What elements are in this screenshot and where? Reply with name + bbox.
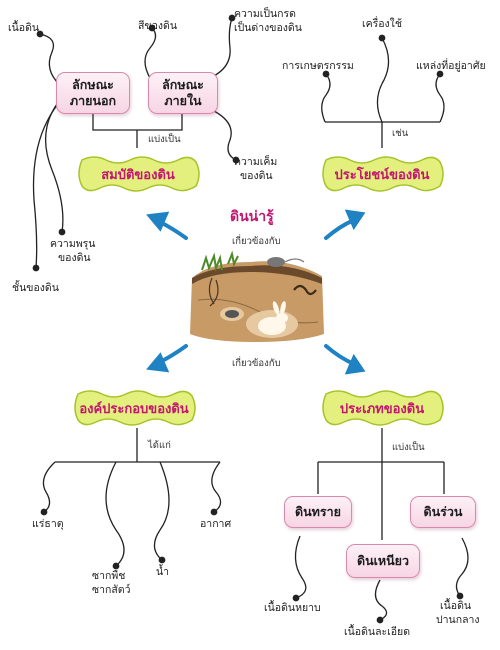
arrowhead-components <box>146 352 170 373</box>
loam-description-2: ปานกลาง <box>436 614 480 626</box>
loam-box: ดินร่วน <box>410 496 476 528</box>
sand-label: ดินทราย <box>295 504 341 520</box>
types-topic: ประเภทของดิน <box>320 386 444 430</box>
arrow-to-components <box>158 344 188 364</box>
component-air: อากาศ <box>200 518 232 530</box>
sand-description: เนื้อดินหยาบ <box>264 602 321 614</box>
external-label-line1: ลักษณะ <box>72 77 114 93</box>
external-item-porosity-1: ความพรุน <box>50 238 96 250</box>
line-layers <box>32 103 59 272</box>
benefit-utensils: เครื่องใช้ <box>362 18 402 30</box>
line-water <box>153 461 170 564</box>
sand-box: ดินทราย <box>284 496 352 528</box>
internal-box: ลักษณะ ภายใน <box>148 72 218 114</box>
internal-item-salinity-1: ความเค็ม <box>234 156 278 168</box>
loam-description-1: เนื้อดิน <box>440 600 472 612</box>
internal-item-ph-2: เป็นด่างของดิน <box>234 22 302 34</box>
line-residues <box>105 461 125 570</box>
external-label-line2: ภายนอก <box>69 93 117 108</box>
external-item-layers: ชั้นของดิน <box>12 282 59 294</box>
benefit-agriculture: การเกษตรกรรม <box>282 60 354 72</box>
internal-item-salinity-2: ของดิน <box>240 170 273 182</box>
benefits-topic: ประโยชน์ของดิน <box>320 152 444 196</box>
external-item-porosity-2: ของดิน <box>58 252 91 264</box>
relation-bottom: เกี่ยวข้องกับ <box>232 358 281 369</box>
external-box: ลักษณะ ภายนอก <box>56 72 130 114</box>
component-animal-residue: ซากสัตว์ <box>92 584 131 596</box>
page-title: ดินน่ารู้ <box>230 209 274 225</box>
arrow-to-properties <box>158 220 188 240</box>
clay-box: ดินเหนียว <box>346 544 420 578</box>
relation-top: เกี่ยวข้องกับ <box>232 236 281 247</box>
clay-label: ดินเหนียว <box>356 553 410 569</box>
internal-item-color: สีของดิน <box>138 20 178 32</box>
types-label: ประเภทของดิน <box>339 401 425 417</box>
worm <box>293 284 317 296</box>
properties-bracket <box>92 112 183 131</box>
clay-description: เนื้อดินละเอียด <box>344 626 411 638</box>
rat <box>267 257 285 267</box>
loam-label: ดินร่วน <box>423 504 463 520</box>
arrowhead-properties <box>146 211 170 232</box>
types-connector: แบ่งเป็น <box>392 442 425 453</box>
line-salinity <box>211 109 240 164</box>
soil-illustration <box>190 250 324 342</box>
line-ph <box>204 14 236 81</box>
line-porosity <box>45 99 66 236</box>
properties-label: สมบัติของดิน <box>101 167 175 183</box>
arrowhead-benefits <box>344 209 366 231</box>
line-loam-desc <box>455 537 469 600</box>
component-minerals: แร่ธาตุ <box>32 518 64 530</box>
grass <box>201 252 223 272</box>
arrow-to-benefits <box>324 218 356 240</box>
line-clay-desc <box>374 579 388 624</box>
components-label: องค์ประกอบของดิน <box>79 401 189 417</box>
internal-item-ph-1: ความเป็นกรด <box>234 8 296 20</box>
line-air <box>210 461 222 516</box>
properties-topic: สมบัติของดิน <box>76 152 200 196</box>
line-minerals <box>40 461 56 516</box>
benefits-connector: เช่น <box>392 128 409 139</box>
line-agriculture <box>321 70 331 123</box>
components-topic: องค์ประกอบของดิน <box>72 386 196 430</box>
line-habitat <box>435 70 445 123</box>
benefits-label: ประโยชน์ของดิน <box>334 167 430 183</box>
line-utensils <box>376 34 390 123</box>
components-connector: ได้แก่ <box>148 440 171 451</box>
line-sand-desc <box>292 535 307 602</box>
component-water: น้ำ <box>156 566 170 578</box>
component-plant-residue: ซากพืช <box>92 570 126 582</box>
arrowhead-types <box>344 353 366 375</box>
internal-label-line1: ลักษณะ <box>162 77 204 93</box>
external-item-texture: เนื้อดิน <box>8 22 40 34</box>
benefit-habitat: แหล่งที่อยู่อาศัย <box>416 60 486 72</box>
mole <box>225 310 239 318</box>
line-texture <box>36 30 61 86</box>
internal-label-line2: ภายใน <box>164 93 202 108</box>
properties-connector: แบ่งเป็น <box>148 134 181 145</box>
line-color <box>144 24 157 79</box>
arrow-to-types <box>324 344 356 366</box>
